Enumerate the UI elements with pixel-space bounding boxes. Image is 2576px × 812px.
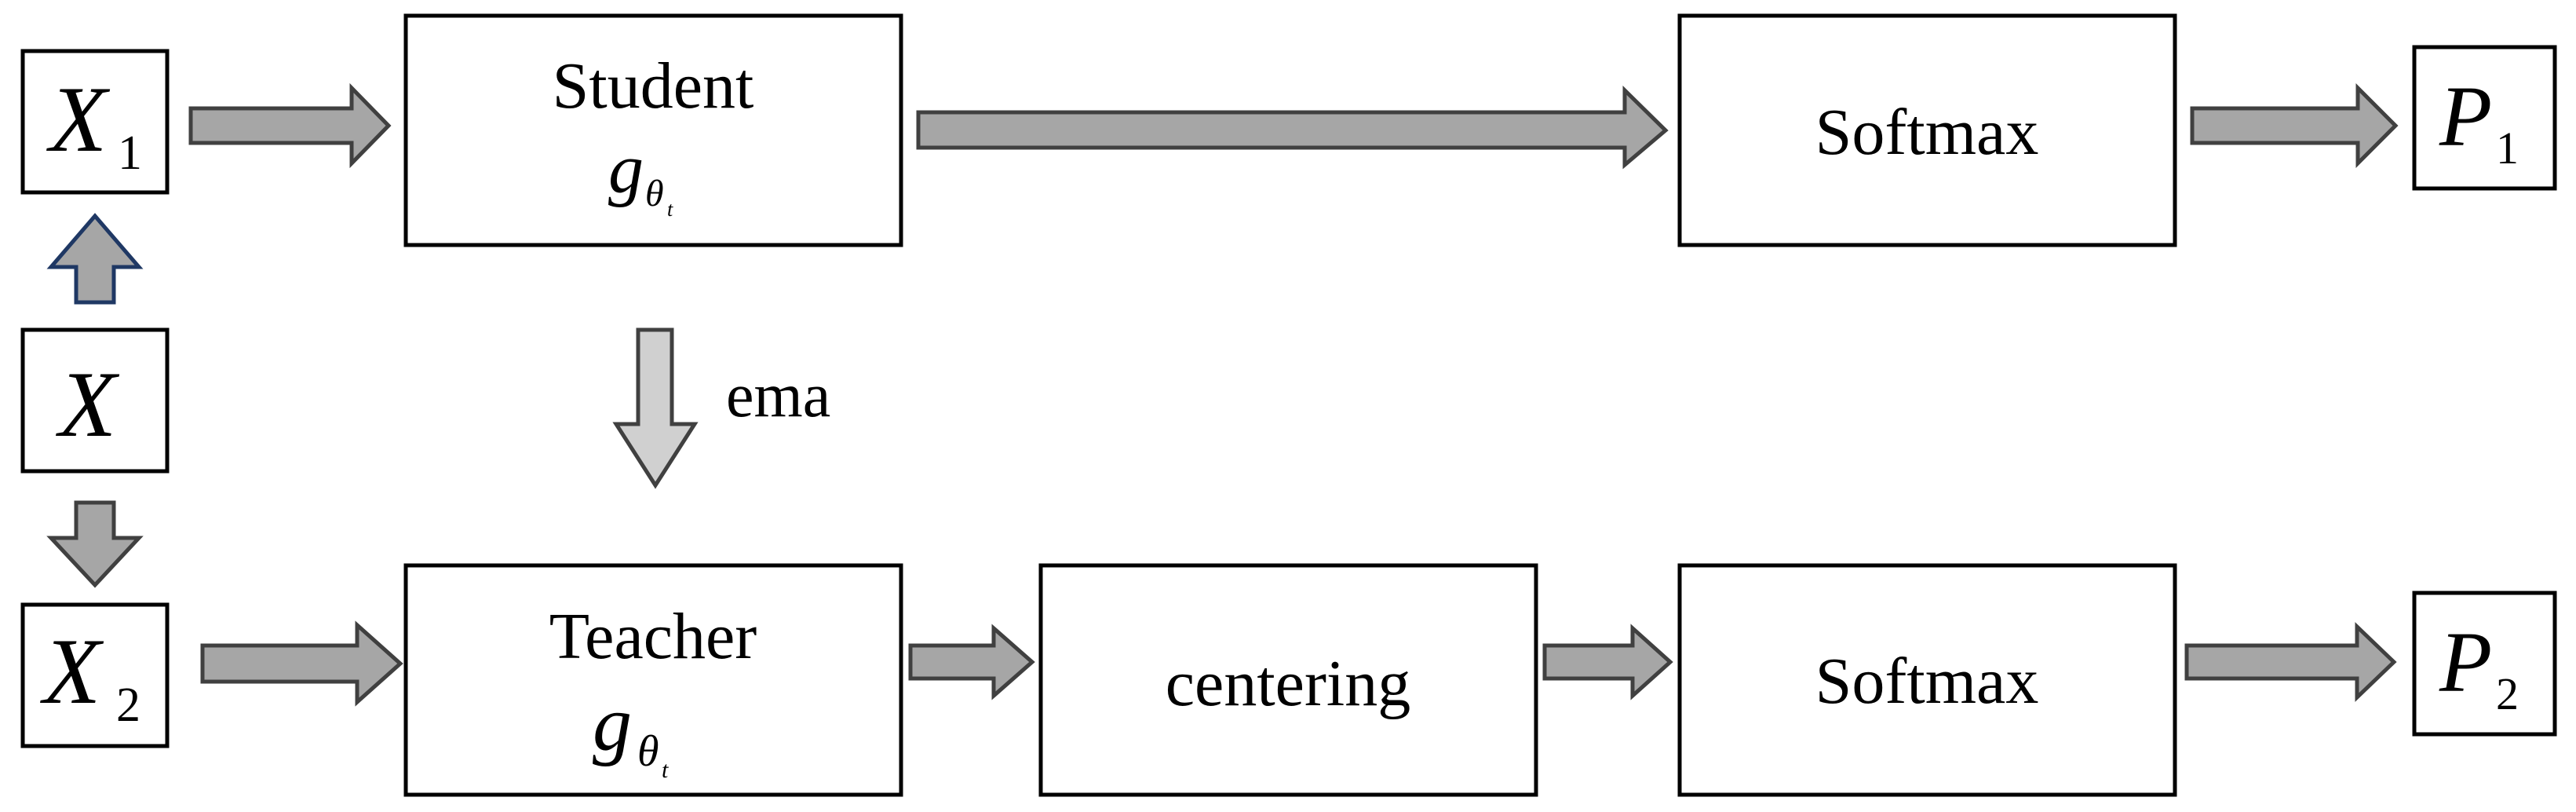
- input-box: [20, 327, 170, 474]
- input-symbol: X: [56, 352, 120, 456]
- softmax-bottom-box: [1677, 563, 2177, 797]
- arrow-x1-to-student: [188, 82, 392, 169]
- output1-subscript: 1: [2496, 123, 2519, 174]
- softmax-top-box: [1677, 13, 2177, 247]
- arrow-ema: [612, 327, 699, 489]
- teacher-func: g: [593, 680, 632, 767]
- teacher-label: Teacher: [549, 600, 757, 673]
- teacher-param-sub: t: [662, 757, 669, 783]
- centering-label: centering: [1166, 647, 1411, 720]
- view2-subscript: 2: [116, 678, 140, 732]
- view1-subscript: 1: [118, 126, 142, 180]
- output1-box: [2412, 45, 2557, 191]
- arrow-x-to-x2: [46, 500, 144, 588]
- view2-box: [20, 602, 170, 748]
- arrow-centering-to-softmax: [1542, 624, 1673, 700]
- view1-box: [20, 49, 170, 195]
- view1-symbol: X: [46, 67, 111, 171]
- ema-label: ema: [726, 361, 830, 430]
- output1-symbol: P: [2439, 68, 2492, 164]
- centering-box: [1038, 563, 1538, 797]
- arrow-student-to-softmax: [916, 86, 1669, 170]
- softmax-bottom-label: Softmax: [1815, 645, 2039, 718]
- student-func: g: [608, 130, 644, 208]
- softmax-top-label: Softmax: [1815, 96, 2039, 169]
- arrow-softmax-to-p2: [2184, 622, 2397, 702]
- output2-symbol: P: [2439, 614, 2492, 710]
- student-param-sub: t: [667, 198, 673, 221]
- teacher-param: θ: [637, 727, 659, 776]
- output2-box: [2412, 591, 2557, 737]
- student-label: Student: [553, 49, 754, 123]
- student-box: [403, 13, 903, 247]
- arrow-x-to-x1: [46, 213, 144, 305]
- view2-symbol: X: [40, 619, 104, 723]
- arrow-x2-to-teacher: [200, 620, 403, 707]
- arrow-teacher-to-centering: [908, 624, 1035, 700]
- student-param: θ: [645, 173, 664, 214]
- arrow-softmax-to-p1: [2190, 82, 2399, 169]
- output2-subscript: 2: [2496, 668, 2519, 719]
- teacher-box: [403, 563, 903, 797]
